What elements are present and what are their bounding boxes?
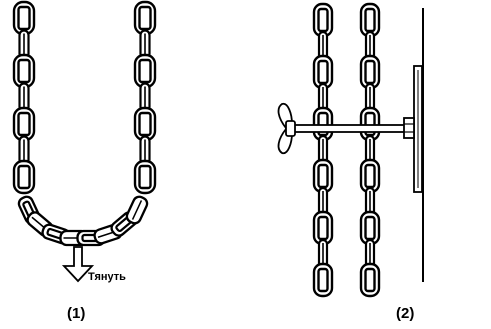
chain-link [18, 135, 30, 166]
chain-link [12, 106, 36, 142]
chain-link [18, 29, 30, 60]
chain-link [125, 195, 149, 225]
chain-link [317, 186, 329, 218]
chain-link [364, 238, 376, 270]
chain-link [359, 262, 381, 298]
chain-link [133, 106, 157, 142]
chain-link [133, 53, 157, 89]
chain-link [12, 159, 36, 195]
chain-link [359, 54, 381, 90]
chain-link [133, 159, 157, 195]
chain-link [364, 134, 376, 166]
panel-2-chains-on-bolt [277, 2, 424, 298]
chain-link [139, 135, 151, 166]
chain-link [12, 0, 36, 36]
chain-link [12, 53, 36, 89]
wing-nut [277, 102, 296, 155]
pull-arrow [61, 246, 95, 283]
pull-label: Тянуть [88, 271, 126, 283]
chain-link [312, 262, 334, 298]
bolt-shaft [292, 124, 406, 133]
caption-2: (2) [396, 305, 415, 322]
hex-nut [403, 117, 415, 139]
panel-1-hanging-chain [12, 0, 157, 283]
chain-link [133, 0, 157, 36]
chain-link [359, 210, 381, 246]
caption-1: (1) [67, 305, 86, 322]
